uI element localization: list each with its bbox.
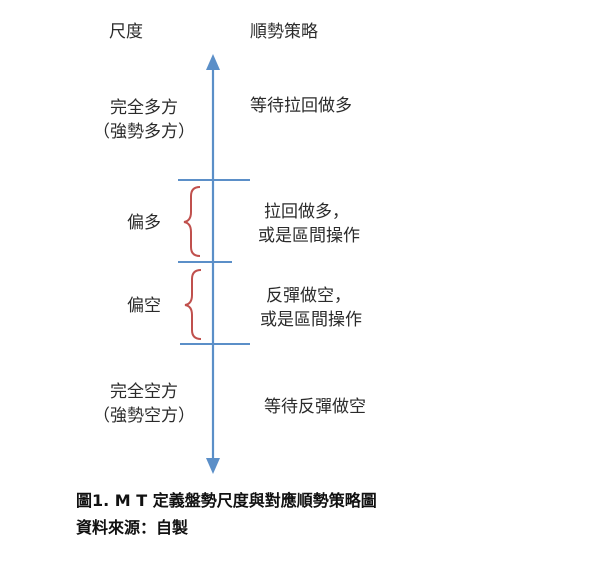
strategy-bearish-line1: 反彈做空， xyxy=(266,286,351,306)
strategy-strong-bull: 等待拉回做多 xyxy=(250,96,352,116)
scale-bullish: 偏多 xyxy=(127,213,161,233)
bracket-bullish xyxy=(183,186,201,257)
strategy-bearish: 反彈做空， 或是區間操作 xyxy=(236,284,386,332)
axis-arrowhead-up xyxy=(206,54,220,70)
strategy-strong-bear: 等待反彈做空 xyxy=(264,397,366,417)
strategy-bullish-line2: 或是區間操作 xyxy=(258,226,360,246)
figure-caption: 圖1. M T 定義盤勢尺度與對應順勢策略圖 xyxy=(76,491,377,510)
scale-strong-bull-line2: （強勢多方） xyxy=(93,122,195,142)
strategy-bullish-line1: 拉回做多， xyxy=(264,202,349,222)
scale-strong-bear-line1: 完全空方 xyxy=(110,382,178,402)
axis-arrowhead-down xyxy=(206,458,220,474)
scale-strong-bull-line1: 完全多方 xyxy=(110,98,178,118)
strategy-bullish: 拉回做多， 或是區間操作 xyxy=(234,200,384,248)
scale-bearish: 偏空 xyxy=(127,296,161,316)
header-scale: 尺度 xyxy=(109,22,143,42)
scale-strong-bear: 完全空方 （強勢空方） xyxy=(74,380,214,428)
strategy-bearish-line2: 或是區間操作 xyxy=(260,310,362,330)
header-strategy: 順勢策略 xyxy=(250,22,318,42)
figure-source: 資料來源：自製 xyxy=(76,518,189,537)
scale-strong-bull: 完全多方 （強勢多方） xyxy=(74,96,214,144)
bracket-bearish xyxy=(184,269,202,340)
scale-strong-bear-line2: （強勢空方） xyxy=(93,406,195,426)
